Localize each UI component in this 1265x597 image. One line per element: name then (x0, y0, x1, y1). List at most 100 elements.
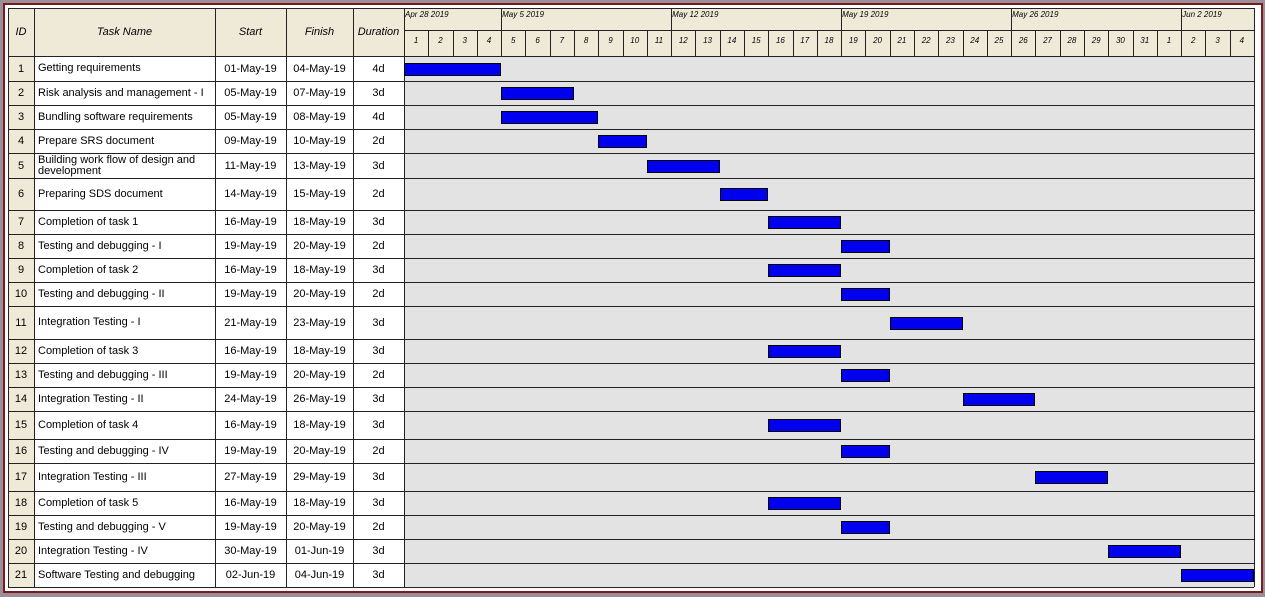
grid-line (1011, 30, 1013, 56)
grid-line (8, 587, 1254, 588)
timeline-row (404, 178, 1254, 210)
task-start: 05-May-19 (215, 81, 286, 105)
task-duration: 3d (353, 306, 404, 339)
task-finish: 04-Jun-19 (286, 563, 353, 587)
task-start: 14-May-19 (215, 178, 286, 210)
day-label: 26 (1018, 36, 1028, 45)
day-label: 3 (1215, 36, 1220, 45)
task-finish: 20-May-19 (286, 515, 353, 539)
day-label: 1 (413, 36, 419, 45)
task-id: 15 (8, 411, 34, 439)
grid-line (8, 306, 1254, 307)
task-id: 3 (8, 105, 34, 129)
grid-line (8, 339, 1254, 340)
day-label: 25 (994, 36, 1004, 45)
header-task-name: Task Name (34, 8, 215, 56)
gantt-bar (841, 445, 890, 458)
grid-line (8, 178, 1254, 179)
task-name: Bundling software requirements (34, 105, 215, 129)
grid-line (8, 387, 1254, 388)
timeline-row (404, 129, 1254, 153)
grid-line (1132, 30, 1134, 56)
day-label: 23 (945, 36, 955, 45)
gantt-bar (962, 393, 1036, 406)
task-start: 16-May-19 (215, 411, 286, 439)
day-label: 12 (678, 36, 688, 45)
day-label: 18 (824, 36, 834, 45)
grid-line (792, 30, 794, 56)
task-duration: 3d (353, 491, 404, 515)
task-start: 11-May-19 (215, 153, 286, 178)
task-duration: 3d (353, 339, 404, 363)
day-label: 21 (897, 36, 907, 45)
task-duration: 2d (353, 129, 404, 153)
task-name: Completion of task 4 (34, 411, 215, 439)
grid-line (1011, 8, 1013, 30)
task-duration: 2d (353, 178, 404, 210)
task-name: Completion of task 2 (34, 258, 215, 282)
gantt-bar (841, 521, 890, 534)
grid-line (8, 282, 1254, 283)
grid-line (428, 30, 430, 56)
week-label: Jun 2 2019 (1182, 10, 1222, 19)
day-label: 9 (608, 36, 613, 45)
day-label: 22 (921, 36, 931, 45)
grid-line (286, 8, 287, 587)
grid-line (8, 81, 1254, 82)
task-duration: 3d (353, 563, 404, 587)
task-finish: 18-May-19 (286, 491, 353, 515)
day-label: 29 (1091, 36, 1101, 45)
grid-line (744, 30, 745, 56)
task-start: 16-May-19 (215, 258, 286, 282)
gantt-bar (768, 419, 842, 432)
timeline-row (404, 56, 1254, 81)
grid-line (8, 411, 1254, 412)
grid-line (719, 30, 721, 56)
day-label: 7 (559, 36, 565, 45)
task-duration: 4d (353, 56, 404, 81)
task-finish: 18-May-19 (286, 258, 353, 282)
task-finish: 20-May-19 (286, 234, 353, 258)
grid-line (1084, 30, 1085, 56)
task-name: Testing and debugging - I (34, 234, 215, 258)
grid-line (695, 30, 697, 56)
task-duration: 3d (353, 258, 404, 282)
task-finish: 23-May-19 (286, 306, 353, 339)
task-start: 19-May-19 (215, 234, 286, 258)
task-id: 12 (8, 339, 34, 363)
gantt-bar (768, 264, 842, 277)
gantt-bar (404, 62, 502, 76)
day-label: 27 (1043, 36, 1053, 45)
gantt-bar (841, 240, 890, 253)
grid-line (1156, 30, 1158, 56)
task-id: 21 (8, 563, 34, 587)
gantt-bar (501, 87, 574, 100)
task-finish: 13-May-19 (286, 153, 353, 178)
task-finish: 07-May-19 (286, 81, 353, 105)
task-name: Completion of task 5 (34, 491, 215, 515)
task-finish: 08-May-19 (286, 105, 353, 129)
task-finish: 18-May-19 (286, 411, 353, 439)
grid-line (501, 8, 503, 30)
day-label: 17 (800, 36, 810, 45)
task-name: Building work flow of design and develop… (34, 153, 215, 178)
task-id: 9 (8, 258, 34, 282)
task-start: 24-May-19 (215, 387, 286, 411)
gantt-bar (598, 135, 647, 148)
grid-line (353, 8, 354, 587)
task-name: Completion of task 1 (34, 210, 215, 234)
task-finish: 29-May-19 (286, 463, 353, 491)
grid-line (215, 8, 216, 587)
task-finish: 20-May-19 (286, 439, 353, 463)
day-label: 6 (535, 36, 540, 45)
grid-line (816, 30, 818, 56)
task-name: Preparing SDS document (34, 178, 215, 210)
grid-line (8, 234, 1254, 235)
task-start: 19-May-19 (215, 282, 286, 306)
grid-line (8, 8, 1254, 9)
day-label: 11 (654, 36, 664, 45)
timeline-row (404, 515, 1254, 539)
gantt-bar (1181, 569, 1254, 582)
header-id: ID (8, 8, 34, 56)
